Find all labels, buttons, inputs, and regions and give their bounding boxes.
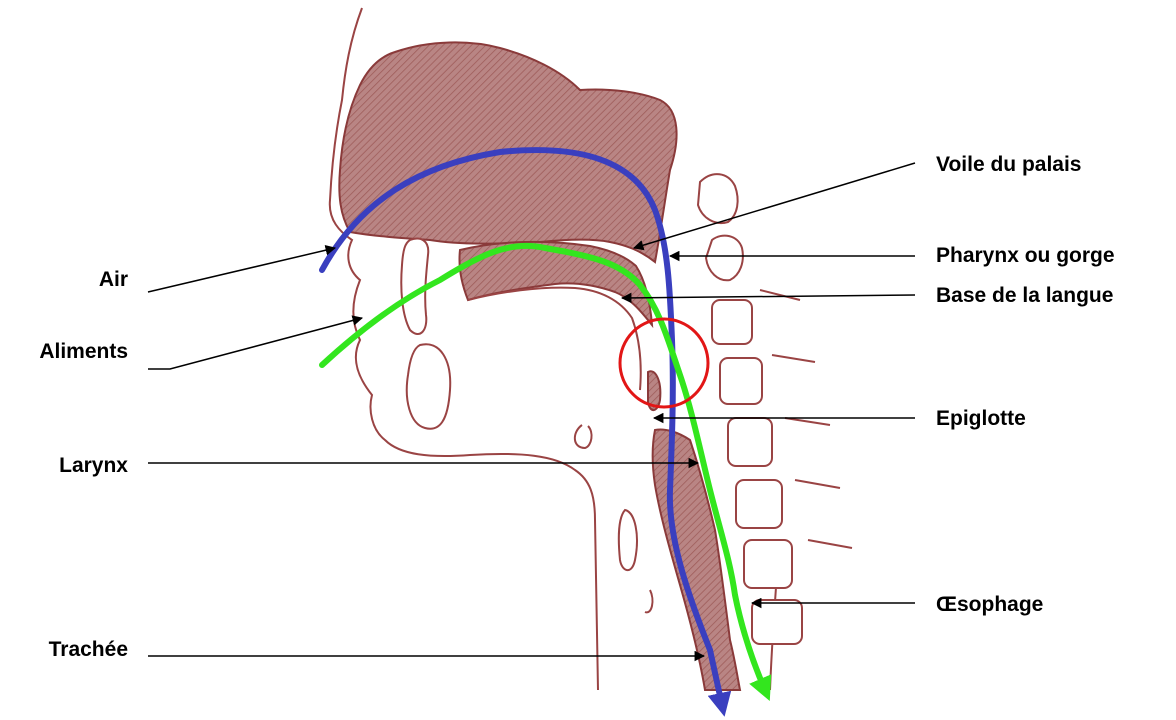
leader-langue bbox=[622, 295, 915, 298]
label-pharynx: Pharynx ou gorge bbox=[936, 244, 1115, 267]
thyroid-cartilage bbox=[619, 510, 637, 570]
tongue bbox=[468, 288, 641, 390]
hyoid bbox=[575, 425, 592, 448]
label-base-langue: Base de la langue bbox=[936, 284, 1113, 307]
label-air: Air bbox=[99, 268, 128, 291]
leader-air bbox=[148, 248, 335, 292]
label-oesophage: Œsophage bbox=[936, 593, 1043, 616]
lower-jaw bbox=[407, 344, 450, 429]
label-larynx: Larynx bbox=[59, 454, 128, 477]
label-voile-du-palais: Voile du palais bbox=[936, 153, 1081, 176]
label-epiglotte: Epiglotte bbox=[936, 407, 1026, 430]
label-aliments: Aliments bbox=[39, 340, 128, 363]
leader-voile bbox=[634, 163, 915, 248]
label-trachee: Trachée bbox=[49, 638, 128, 661]
